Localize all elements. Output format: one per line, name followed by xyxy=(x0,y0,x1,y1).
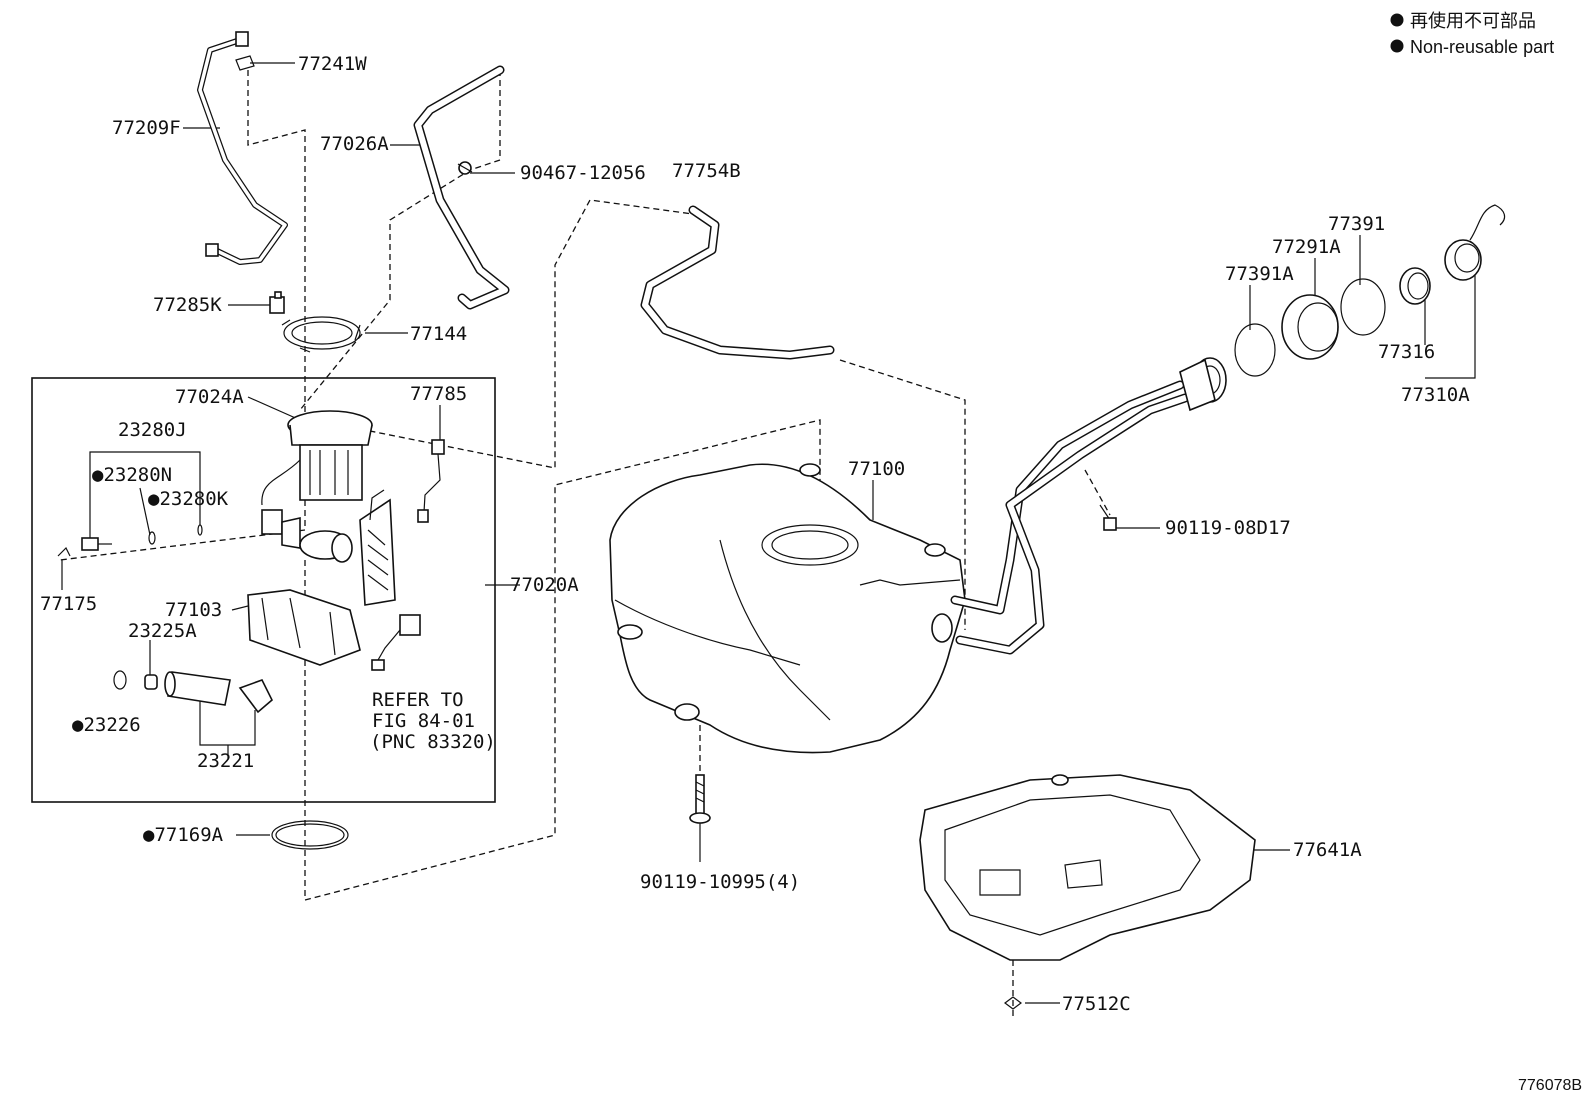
label-90119-10995: 90119-10995(4) xyxy=(640,871,800,893)
label-23280j: 23280J xyxy=(118,419,187,441)
label-77144: 77144 xyxy=(410,323,467,345)
label-23280n: ●23280N xyxy=(92,464,172,486)
leader-lines xyxy=(61,62,1476,1004)
clip-77175 xyxy=(57,546,71,557)
diagram-code: 776078B xyxy=(1518,1077,1582,1094)
collar-23225a xyxy=(144,674,158,690)
label-77100: 77100 xyxy=(848,458,905,480)
oring-23280k xyxy=(197,524,203,536)
label-77641a: 77641A xyxy=(1293,839,1362,861)
oring-23280n xyxy=(148,531,156,545)
sender-wire xyxy=(371,614,421,671)
refer-line-1: REFER TO xyxy=(372,689,464,711)
refer-line-3: (PNC 83320) xyxy=(370,731,496,753)
fuel-pump-module-77024a xyxy=(261,410,373,506)
label-77391: 77391 xyxy=(1328,213,1385,235)
label-77316: 77316 xyxy=(1378,341,1435,363)
vent-hose-77209f xyxy=(197,31,288,265)
dashed-guide-lines xyxy=(59,70,1111,1020)
label-77103: 77103 xyxy=(165,599,222,621)
pump-body xyxy=(261,509,353,563)
legend: 再使用不可部品 Non-reusable part xyxy=(1390,11,1554,57)
refer-line-2: FIG 84-01 xyxy=(372,710,475,732)
label-77020a: 77020A xyxy=(510,574,579,596)
filler-pipe xyxy=(950,357,1227,655)
clip-77241w xyxy=(235,55,255,71)
seal-77291a xyxy=(1281,294,1339,360)
bullet-icon xyxy=(1390,39,1404,53)
part-labels: 77241W 77209F 77026A 90467-12056 77754B … xyxy=(40,53,1470,1015)
label-77754b: 77754B xyxy=(672,160,741,182)
fuel-pump-assembly-box xyxy=(31,377,496,803)
label-90467-12056: 90467-12056 xyxy=(520,162,646,184)
gasket-77391a xyxy=(1234,323,1276,377)
bolt-90119-10995 xyxy=(689,774,711,824)
bolt-90119-08d17 xyxy=(1099,504,1117,531)
legend-line-1: 再使用不可部品 xyxy=(1410,11,1536,31)
label-23226: ●23226 xyxy=(72,714,141,736)
sender-77785 xyxy=(417,439,445,523)
label-23280k: ●23280K xyxy=(148,488,229,510)
legend-line-2: Non-reusable part xyxy=(1410,37,1554,57)
protector-77641a xyxy=(919,774,1256,961)
fuel-tank-77100 xyxy=(609,463,966,754)
bracket-77103 xyxy=(247,589,361,666)
label-77785: 77785 xyxy=(410,383,467,405)
label-23221: 23221 xyxy=(197,750,254,772)
retainer-ring-77144 xyxy=(281,316,361,353)
oring-23226 xyxy=(113,670,127,690)
label-23225a: 23225A xyxy=(128,620,197,642)
clamp-90467 xyxy=(457,161,473,175)
reservoir-cover xyxy=(359,489,396,606)
clip-77285k xyxy=(269,291,285,314)
filter-23280j xyxy=(81,537,112,551)
hose-77026a xyxy=(413,65,510,310)
label-77285k: 77285K xyxy=(153,294,222,316)
hose-77754b xyxy=(640,205,835,360)
label-77026a: 77026A xyxy=(320,133,389,155)
label-77209f: 77209F xyxy=(112,117,181,139)
label-77310a: 77310A xyxy=(1401,384,1470,406)
label-77169a: ●77169A xyxy=(143,824,224,846)
ring-77316 xyxy=(1399,267,1431,305)
label-77512c: 77512C xyxy=(1062,993,1131,1015)
label-77241w: 77241W xyxy=(298,53,367,75)
label-77291a: 77291A xyxy=(1272,236,1341,258)
label-77391a: 77391A xyxy=(1225,263,1294,285)
gasket-77169a xyxy=(271,820,349,850)
cap-77310a xyxy=(1444,204,1506,281)
pump-23221 xyxy=(164,671,273,714)
gasket-77391 xyxy=(1340,278,1386,336)
label-90119-08d17: 90119-08D17 xyxy=(1165,517,1291,539)
label-77024a: 77024A xyxy=(175,386,244,408)
label-77175: 77175 xyxy=(40,593,97,615)
bullet-icon xyxy=(1390,13,1404,27)
clip-77512c xyxy=(1004,996,1022,1010)
